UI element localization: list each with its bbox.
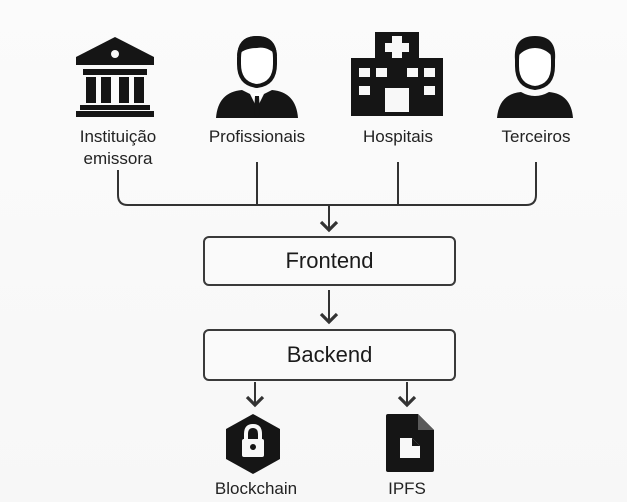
actor-label-professionals: Profissionais — [208, 127, 306, 146]
frontend-box: Frontend — [203, 236, 456, 286]
third-party-person-icon — [497, 36, 573, 118]
bank-building-icon — [76, 37, 154, 117]
ipfs-file-icon — [386, 414, 434, 472]
connector-institution — [117, 170, 325, 206]
storage-label-ipfs: IPFS — [388, 479, 426, 498]
actor-label-hospitals: Hospitais — [363, 127, 433, 146]
professional-person-icon — [216, 35, 298, 118]
connector-third-parties — [325, 162, 537, 206]
hospital-icon — [351, 32, 443, 116]
actor-label-institution: Instituição emissora — [79, 127, 157, 168]
actor-label-third-parties: Terceiros — [501, 127, 571, 146]
storage-label-blockchain: Blockchain — [214, 479, 298, 498]
backend-box: Backend — [203, 329, 456, 381]
blockchain-lock-icon — [226, 414, 280, 474]
